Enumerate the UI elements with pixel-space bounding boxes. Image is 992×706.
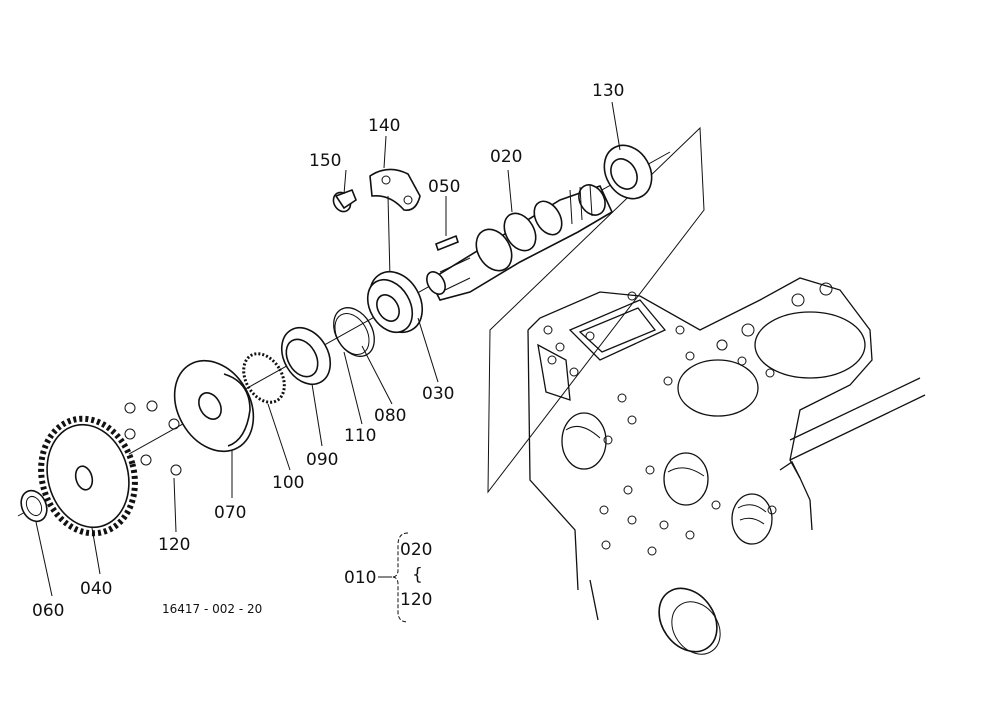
part-150-plug: [332, 188, 357, 213]
leader-lines: [35, 101, 621, 597]
part-030-bearing: [366, 271, 424, 334]
callout-050: 050: [428, 177, 460, 197]
group-range-start: 020: [400, 540, 432, 560]
part-070-flange: [173, 359, 255, 453]
callout-150: 150: [309, 151, 341, 171]
drawing-code: 16417 - 002 - 20: [162, 602, 262, 616]
callout-020: 020: [490, 147, 522, 167]
group-range-end: 120: [400, 590, 432, 610]
callout-110: 110: [344, 426, 376, 446]
group-range-separator: {: [412, 565, 423, 585]
group-label: 010: [344, 568, 376, 588]
part-130-bearing: [603, 144, 653, 200]
callout-labels: 130 140 150 020 050 030 080 110 090 100 …: [32, 81, 624, 621]
callout-030: 030: [422, 384, 454, 404]
callout-090: 090: [306, 450, 338, 470]
part-020-shaft: [426, 184, 614, 301]
callout-040: 040: [80, 579, 112, 599]
callout-130: 130: [592, 81, 624, 101]
part-040-gear: [38, 415, 138, 537]
part-090-bearing: [280, 326, 332, 386]
callout-120: 120: [158, 535, 190, 555]
part-060-circlip: [20, 489, 48, 523]
part-050-key: [435, 234, 459, 252]
part-120-balls: [124, 400, 182, 476]
cover-plug: [658, 587, 721, 655]
assembly-group: 010 020 { 120: [344, 532, 432, 623]
callout-060: 060: [32, 601, 64, 621]
engine-block: [487, 126, 926, 621]
part-140-holder: [369, 168, 421, 279]
callout-070: 070: [214, 503, 246, 523]
callout-100: 100: [272, 473, 304, 493]
part-100-retainer: [242, 352, 286, 404]
part-080-snap-ring: [333, 307, 375, 357]
callout-080: 080: [374, 406, 406, 426]
callout-140: 140: [368, 116, 400, 136]
